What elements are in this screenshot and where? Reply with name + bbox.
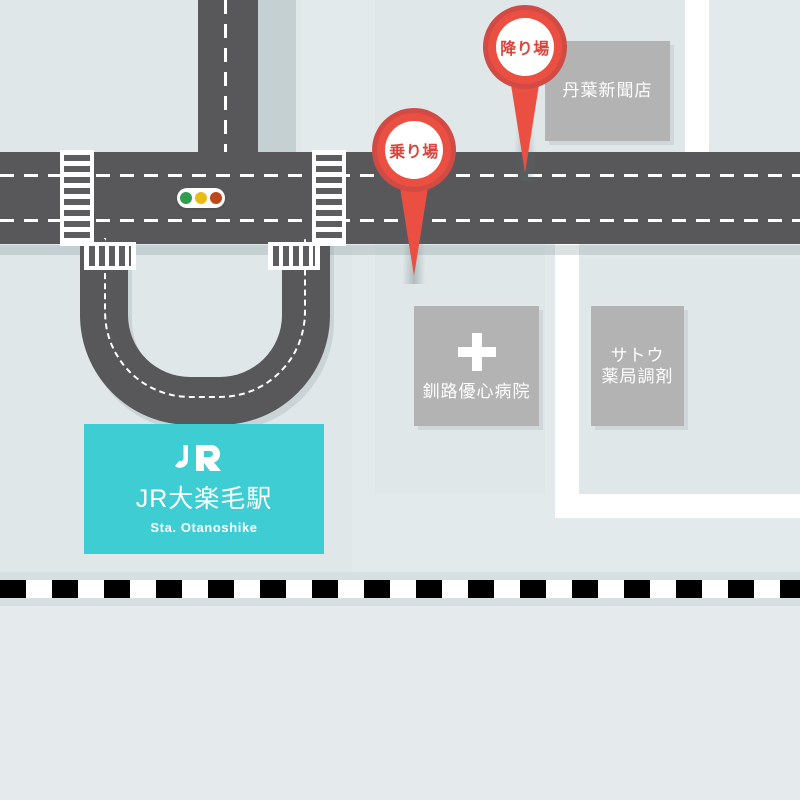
building-pharmacy[interactable]: サトウ 薬局調剤: [591, 306, 684, 426]
building-pharmacy-label-line2: 薬局調剤: [601, 367, 674, 386]
green-light: [180, 192, 192, 204]
road-service-south-vertical: [555, 244, 579, 518]
road-service-east-vertical: [685, 0, 709, 152]
station-name-romanized: Sta. Otanoshike: [150, 520, 258, 535]
station-name: JR大楽毛駅: [135, 485, 273, 513]
building-hospital[interactable]: 釧路優心病院: [414, 306, 539, 426]
pin-noriba-disc: 乗り場: [385, 121, 443, 179]
building-newspaper[interactable]: 丹葉新聞店: [545, 41, 670, 141]
crosswalk-west-main: [60, 150, 94, 246]
crosswalk-stripes: [64, 155, 90, 241]
road-service-south-horizontal: [555, 494, 800, 518]
land-area-south: [0, 600, 800, 800]
pin-oriba-disc: 降り場: [496, 18, 554, 76]
pin-noriba-label: 乗り場: [389, 144, 439, 161]
crosswalk-stripes: [89, 246, 131, 266]
building-pharmacy-label-line1: サトウ: [610, 345, 665, 365]
yellow-light: [195, 192, 207, 204]
crosswalk-loop-west: [84, 242, 136, 270]
building-hospital-label: 釧路優心病院: [422, 382, 531, 402]
red-light: [210, 192, 222, 204]
crosswalk-stripes: [273, 246, 315, 266]
pin-noriba[interactable]: 乗り場: [372, 108, 456, 284]
crosswalk-stripes: [316, 155, 342, 241]
road-north-vertical: [198, 0, 258, 152]
railway-line: [0, 580, 800, 598]
jr-logo: [175, 444, 221, 471]
road-station-loop: [80, 238, 334, 431]
loop-centerline: [104, 238, 306, 398]
hospital-cross-icon: [457, 333, 496, 372]
pin-oriba[interactable]: 降り場: [483, 5, 567, 181]
building-newspaper-label: 丹葉新聞店: [562, 81, 653, 101]
crosswalk-loop-east: [268, 242, 320, 270]
road-north-centerline: [224, 0, 227, 152]
station-otanoshike[interactable]: JR大楽毛駅 Sta. Otanoshike: [84, 424, 324, 554]
traffic-signal[interactable]: [177, 188, 225, 208]
pin-oriba-label: 降り場: [500, 41, 550, 58]
crosswalk-east-main: [312, 150, 346, 246]
